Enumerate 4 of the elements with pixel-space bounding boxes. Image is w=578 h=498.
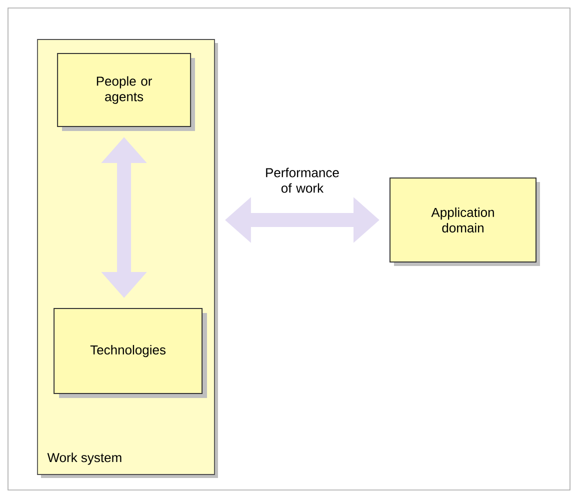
component-box: Technologies: [54, 308, 207, 398]
component-box: Application domain: [390, 178, 540, 266]
edge-label: Performance of work: [266, 168, 339, 193]
component-box: People or agents: [57, 53, 195, 131]
